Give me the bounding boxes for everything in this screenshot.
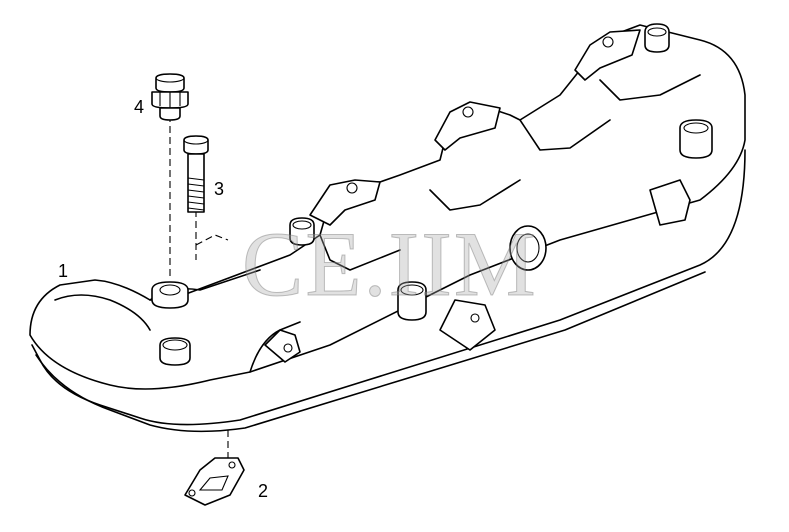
exhaust-manifold: [29, 23, 746, 433]
callout-1: 1: [58, 261, 69, 281]
callout-3: 3: [214, 179, 225, 199]
bolt: [183, 135, 209, 213]
callout-4: 4: [134, 97, 145, 117]
watermark: CE.IIM: [242, 213, 538, 315]
callout-2: 2: [258, 481, 269, 501]
plug: [151, 73, 189, 121]
gasket: [184, 457, 245, 506]
